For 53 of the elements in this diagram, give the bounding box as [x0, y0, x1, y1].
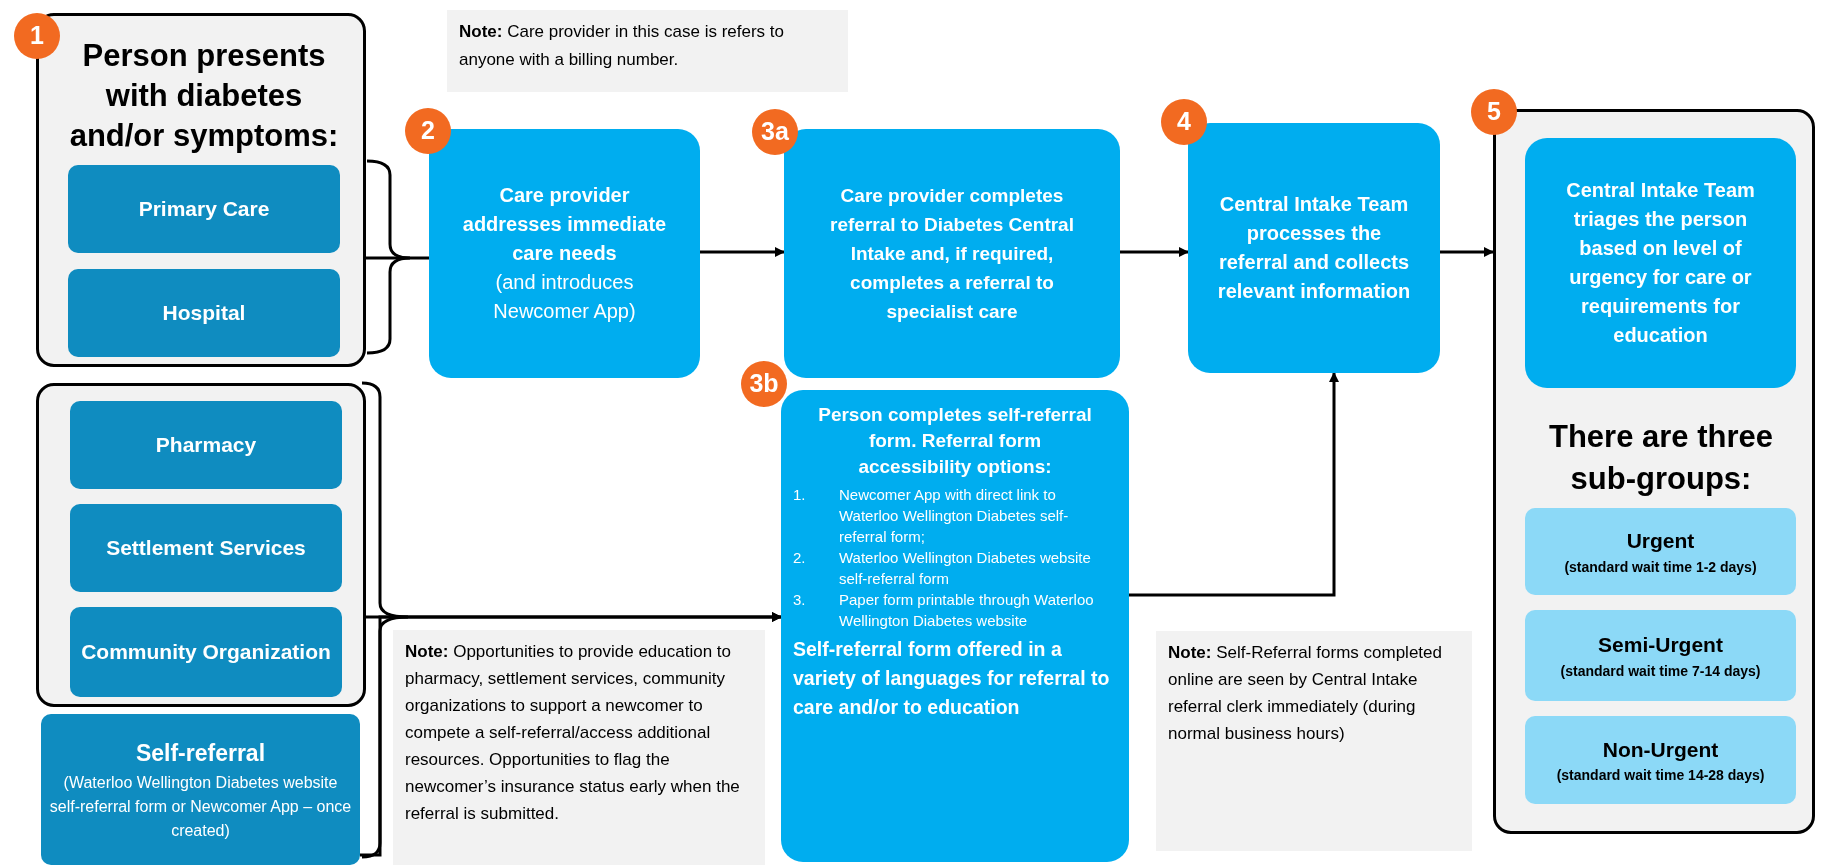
note-text: Note: Self-Referral forms completed online are seen by Central Intake referral clerk immediately (during normal business hours)	[1168, 642, 1443, 745]
box-label: (standard wait time 14-28 days)	[1556, 766, 1765, 786]
box-label: (and introduces Newcomer App)	[492, 270, 637, 324]
step-badge: 2	[405, 108, 451, 154]
box-label: (standard wait time 1-2 days)	[1564, 557, 1757, 577]
step-badge: 3a	[752, 109, 798, 155]
list-item: Paper form printable through Waterloo Wellington Diabetes website	[839, 590, 1095, 631]
category-box	[1525, 508, 1796, 595]
box-label: Central Intake Team triages the person based on level of urgency for care or requirements for education	[1565, 178, 1756, 348]
box-label: Primary Care	[138, 196, 270, 223]
arrow	[700, 247, 785, 257]
box-label: Urgent	[1626, 528, 1695, 555]
group-panel	[36, 383, 366, 707]
arrow	[360, 612, 782, 857]
box-label: Community Organization	[81, 639, 331, 665]
category-box	[1525, 716, 1796, 804]
step-footer: Self-referral form offered in a variety of languages for referral to care and/or to education	[793, 635, 1117, 722]
note-text: Note: Opportunities to provide education to pharmacy, settlement services, community organizations to support a newcomer to compete a self-referral/access additional resources. Opportunities to flag the newcomer’s insurance status early when the referral is submitted.	[405, 641, 741, 825]
box-label: Care provider addresses immediate care needs	[461, 183, 668, 266]
process-box	[1525, 138, 1796, 388]
box-label: Semi-Urgent	[1598, 632, 1723, 659]
source-box	[68, 269, 340, 357]
box-label: Self-referral	[135, 739, 266, 769]
box-label: Care provider completes referral to Diabetes Central Intake and, if required, completes a referral to specialist care	[829, 184, 1075, 324]
step-badge: 4	[1161, 99, 1207, 145]
list-number: 3.	[793, 590, 807, 610]
source-box	[68, 165, 340, 253]
source-box	[70, 401, 342, 489]
step-badge: 3b	[741, 361, 787, 407]
step-badge: 5	[1471, 89, 1517, 135]
step-badge: 1	[14, 13, 60, 59]
arrow	[1440, 247, 1494, 257]
category-box	[1525, 610, 1796, 701]
box-label: Pharmacy	[155, 432, 257, 459]
box-label: Central Intake Team processes the referral and collects relevant information	[1216, 192, 1412, 304]
source-box	[70, 607, 342, 697]
source-box	[41, 714, 360, 865]
box-label: Hospital	[162, 300, 246, 327]
arrow	[1120, 247, 1189, 257]
list-number: 2.	[793, 548, 807, 568]
box-label: Non-Urgent	[1602, 736, 1719, 763]
note-text: Note: Care provider in this case is refers to anyone with a billing number.	[459, 21, 785, 71]
group-heading: Person presents with diabetes and/or symptoms:	[68, 37, 340, 155]
box-label: (standard wait time 7-14 days)	[1560, 661, 1761, 681]
arrow	[1129, 372, 1339, 597]
group-heading: There are three sub-groups:	[1548, 418, 1774, 498]
list-item: Waterloo Wellington Diabetes website self-referral form	[839, 548, 1092, 589]
box-label: (Waterloo Wellington Diabetes website self-referral form or Newcomer App – once created)	[49, 772, 352, 841]
source-box	[70, 504, 342, 592]
list-item: Newcomer App with direct link to Waterloo Wellington Diabetes self-referral form;	[839, 485, 1070, 547]
step-heading: Person completes self-referral form. Referral form accessibility options:	[817, 403, 1093, 479]
box-label: Settlement Services	[106, 535, 306, 562]
list-number: 1.	[793, 485, 807, 505]
